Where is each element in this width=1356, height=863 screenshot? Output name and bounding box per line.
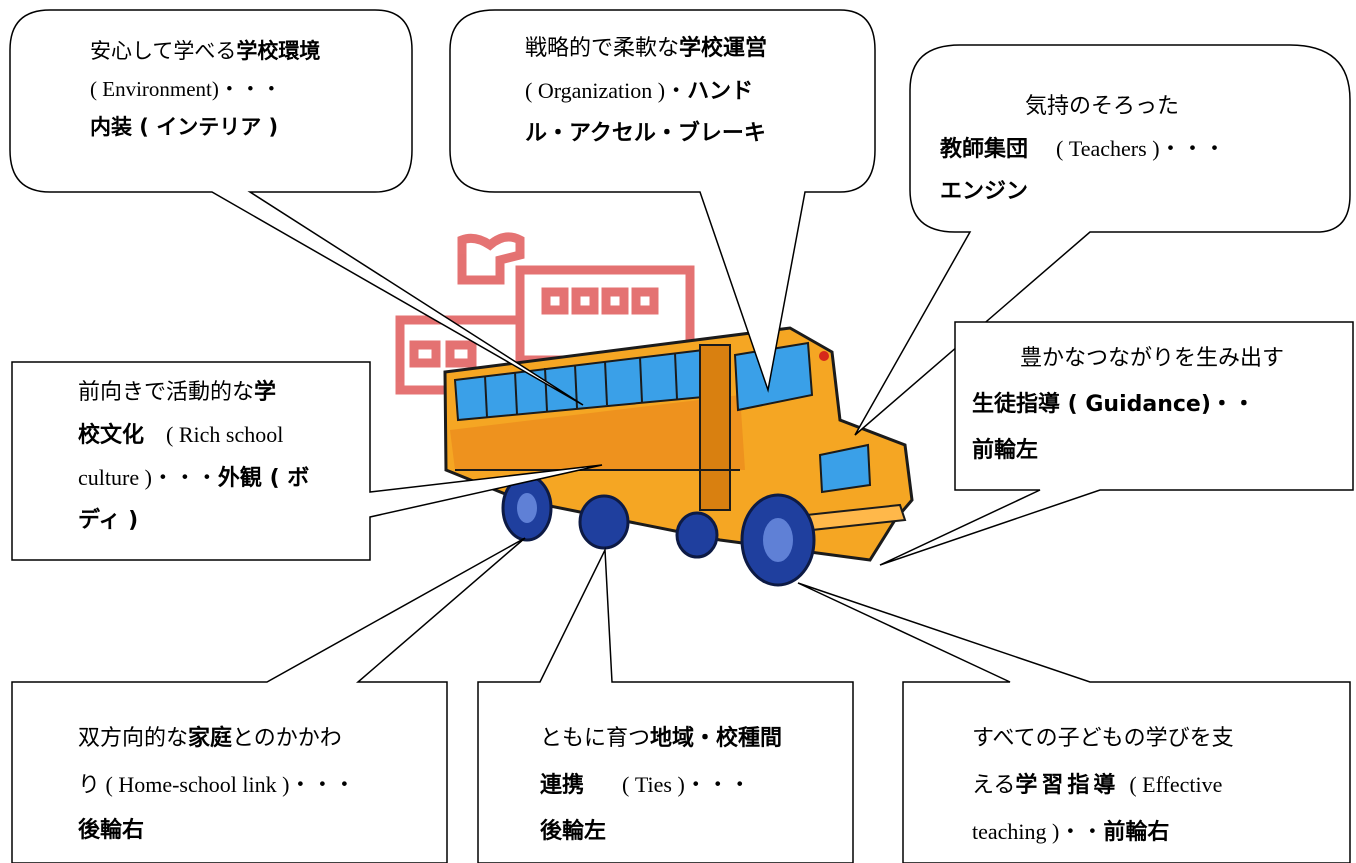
callout-guidance: 豊かなつながりを生み出す 生徒指導 ( Guidance)・・ 前輪左 [972,336,1352,474]
teaching-desc-b: える [972,773,1016,798]
home-desc: 双方向的な [78,726,189,751]
organization-desc: 戦略的で柔軟な [525,36,680,61]
teaching-english-b: teaching )・・ [972,819,1104,844]
ties-desc: ともに育つ [540,726,651,751]
bubble-organization [449,9,876,393]
box-culture [11,361,603,561]
box-ties [477,547,854,863]
teachers-desc: 気持のそろった [1025,94,1180,119]
guidance-part: 前輪左 [972,438,1039,463]
culture-part-b: ディ ) [78,508,139,533]
teachers-english: ( Teachers )・・・ [1056,136,1226,161]
culture-english-a: ( Rich school [166,422,284,447]
organization-english: ( Organization )・ [525,78,688,103]
callout-teaching: すべての子どもの学びを支 える学習指導 ( Effective teaching … [972,716,1347,856]
organization-part-a: ハンド [687,79,754,104]
environment-part: 内装 ( インテリア ) [90,115,279,139]
teaching-desc: すべての子どもの学びを支 [972,726,1234,751]
teaching-english-a: ( Effective [1129,772,1223,797]
culture-desc: 前向きで活動的な [78,380,255,405]
teachers-term: 教師集団 [940,137,1029,162]
guidance-term: 生徒指導 ( Guidance)・・ [972,392,1255,417]
organization-term: 学校運営 [679,36,768,61]
culture-term-a: 学 [254,380,277,405]
guidance-desc: 豊かなつながりを生み出す [1020,346,1285,371]
box-guidance [879,321,1354,566]
teaching-part: 前輪右 [1103,820,1170,845]
culture-part-a: 外観 ( ボ [217,466,310,491]
organization-part-b: ル・アクセル・ブレーキ [525,121,766,146]
ties-term-b: 連携 [540,773,585,798]
home-desc-tail: とのかかわ [232,726,342,751]
ties-english: ( Ties )・・・ [622,772,751,797]
culture-term-b: 校文化 [78,423,145,448]
ties-term-a: 地域・校種間 [650,726,783,751]
box-home [11,537,526,863]
environment-term: 学校環境 [236,39,321,63]
environment-english: ( Environment)・・・ [90,77,282,101]
culture-english-b: culture )・・・ [78,465,218,490]
bubble-environment [9,9,584,406]
callout-environment: 安心して学べる学校環境 ( Environment)・・・ 内装 ( インテリア… [90,32,400,146]
callout-teachers: 気持のそろった 教師集団 ( Teachers )・・・ エンジン [940,86,1340,213]
callout-home: 双方向的な家庭とのかかわ り ( Home-school link )・・・ 後… [78,716,443,854]
callout-organization: 戦略的で柔軟な学校運営 ( Organization )・ハンド ル・アクセル・… [525,28,865,155]
home-part: 後輪右 [78,818,145,843]
callout-culture: 前向きで活動的な学 校文化 ( Rich school culture )・・・外… [78,372,368,542]
home-term: 家庭 [188,726,233,751]
environment-desc: 安心して学べる [90,39,237,63]
school-bus-icon [443,326,914,587]
callout-ties: ともに育つ地域・校種間 連携 ( Ties )・・・ 後輪左 [540,716,850,855]
box-teaching [797,582,1351,863]
home-english: り ( Home-school link )・・・ [78,772,356,797]
teaching-term: 学習指導 [1015,773,1120,798]
ties-part: 後輪左 [540,819,607,844]
teachers-part: エンジン [940,179,1029,204]
